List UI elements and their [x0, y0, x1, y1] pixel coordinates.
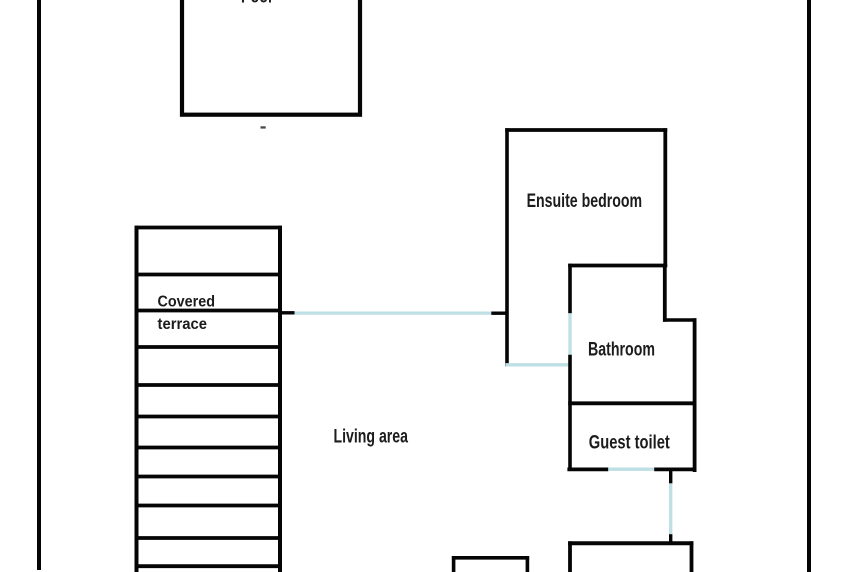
- svg-text:Living area: Living area: [334, 426, 409, 447]
- svg-text:Bathroom: Bathroom: [588, 339, 655, 360]
- svg-text:Pool: Pool: [241, 0, 272, 8]
- svg-text:Ensuite bedroom: Ensuite bedroom: [527, 191, 643, 212]
- svg-text:Covered: Covered: [158, 294, 216, 311]
- svg-text:Guest toilet: Guest toilet: [589, 433, 671, 454]
- svg-text:terrace: terrace: [158, 316, 208, 333]
